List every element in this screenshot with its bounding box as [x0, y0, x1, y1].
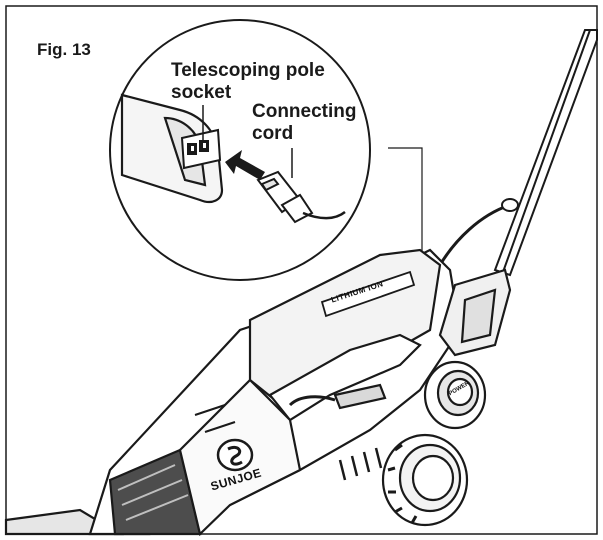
lithium-badge [320, 270, 416, 318]
power-knob [423, 360, 487, 430]
insert-arrow [225, 150, 265, 180]
telescoping-pole [493, 29, 598, 277]
callout-socket-line2: socket [171, 82, 232, 103]
callout-cord: Connecting cord [252, 101, 357, 145]
callout-socket: Telescoping pole socket [171, 60, 325, 104]
inset-leader-line [388, 147, 423, 265]
body-detail-lines [194, 404, 236, 433]
cord-plug [256, 170, 346, 224]
callout-socket-line1: Telescoping pole [171, 60, 325, 81]
callout-cord-line2: cord [252, 123, 294, 144]
cord-clip [501, 198, 519, 212]
pole-receiver [438, 268, 512, 357]
figure-label: Fig. 13 [37, 40, 91, 59]
callout-cord-line1: Connecting [252, 101, 357, 122]
figure-border [5, 5, 598, 535]
wheel [381, 433, 469, 527]
brand-logo-mark [216, 438, 254, 472]
cord-run [438, 203, 511, 266]
socket-port [180, 128, 222, 170]
